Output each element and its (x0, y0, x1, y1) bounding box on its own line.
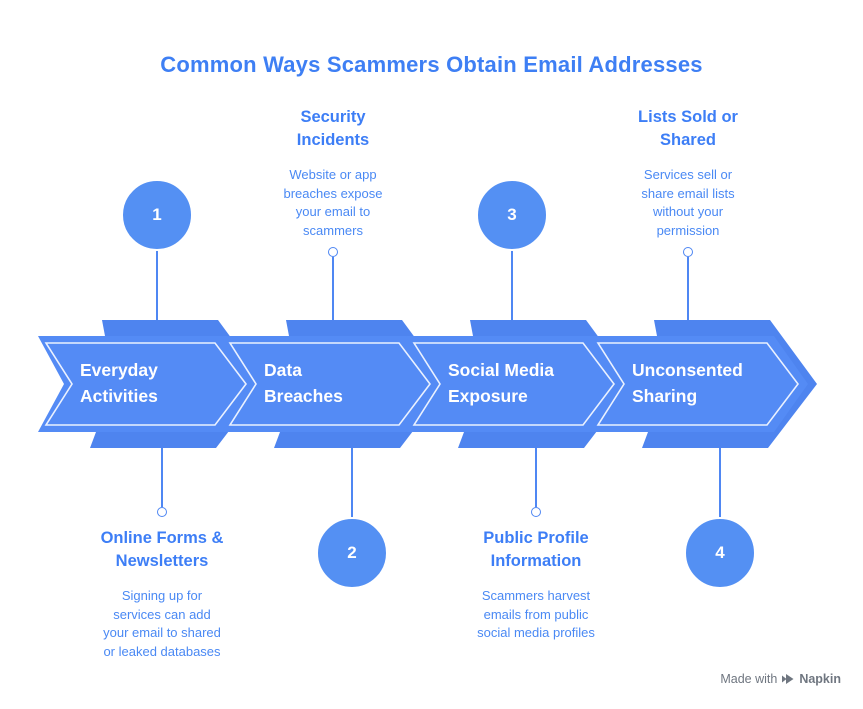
callout-body: Scammers harvest emails from public soci… (477, 588, 595, 640)
connector-dot (531, 507, 541, 517)
callout-body: Website or app breaches expose your emai… (283, 167, 383, 238)
connector-line (332, 257, 334, 336)
callout-heading: Online Forms & Newsletters (100, 529, 224, 570)
connector-line (535, 448, 537, 507)
arrow-label-line: Everyday (80, 360, 158, 380)
connector-dot (328, 247, 338, 257)
arrow-label-line: Activities (80, 386, 158, 406)
callout-body: Services sell or share email lists witho… (641, 167, 735, 238)
brand-text: Napkin (799, 672, 841, 686)
callout-lists-sold: Lists Sold or Shared Services sell or sh… (593, 106, 783, 240)
step-number: 1 (152, 205, 162, 224)
callout-public-profile: Public Profile Information Scammers harv… (441, 527, 631, 643)
made-with-text: Made with (720, 672, 778, 686)
step-number: 4 (715, 543, 725, 562)
callout-body: Signing up for services can add your ema… (103, 588, 221, 659)
connector-line (161, 448, 163, 507)
chevron-arrow-shape (406, 320, 633, 448)
chevron-arrow-shape (38, 320, 265, 448)
arrow-label: Everyday Activities (80, 357, 230, 409)
callout-heading: Public Profile Information (483, 529, 589, 570)
callout-heading: Security Incidents (296, 108, 370, 149)
made-with-napkin-credit: Made with Napkin (720, 672, 841, 686)
chevron-arrow-shape (590, 320, 817, 448)
step-number-badge: 3 (476, 179, 548, 251)
arrow-label: Unconsented Sharing (632, 360, 743, 406)
connector-line (719, 448, 721, 518)
callout-heading: Lists Sold or Shared (638, 108, 738, 149)
connector-line (511, 250, 513, 336)
napkin-logo-icon (782, 674, 794, 684)
connector-dot (157, 507, 167, 517)
callout-online-forms: Online Forms & Newsletters Signing up fo… (67, 527, 257, 661)
step-number: 2 (347, 543, 357, 562)
step-number-badge: 4 (684, 517, 756, 589)
page-title: Common Ways Scammers Obtain Email Addres… (160, 52, 703, 77)
arrow-label: Data Breaches (264, 360, 343, 406)
step-number-badge: 1 (121, 179, 193, 251)
step-number: 3 (507, 205, 517, 224)
step-number-badge: 2 (316, 517, 388, 589)
connector-line (351, 448, 353, 518)
callout-security-incidents: Security Incidents Website or app breach… (238, 106, 428, 240)
arrow-label: Social Media Exposure (448, 360, 555, 406)
connector-line (687, 257, 689, 336)
chevron-arrow-shape (222, 320, 449, 448)
connector-dot (683, 247, 693, 257)
connector-line (156, 250, 158, 336)
